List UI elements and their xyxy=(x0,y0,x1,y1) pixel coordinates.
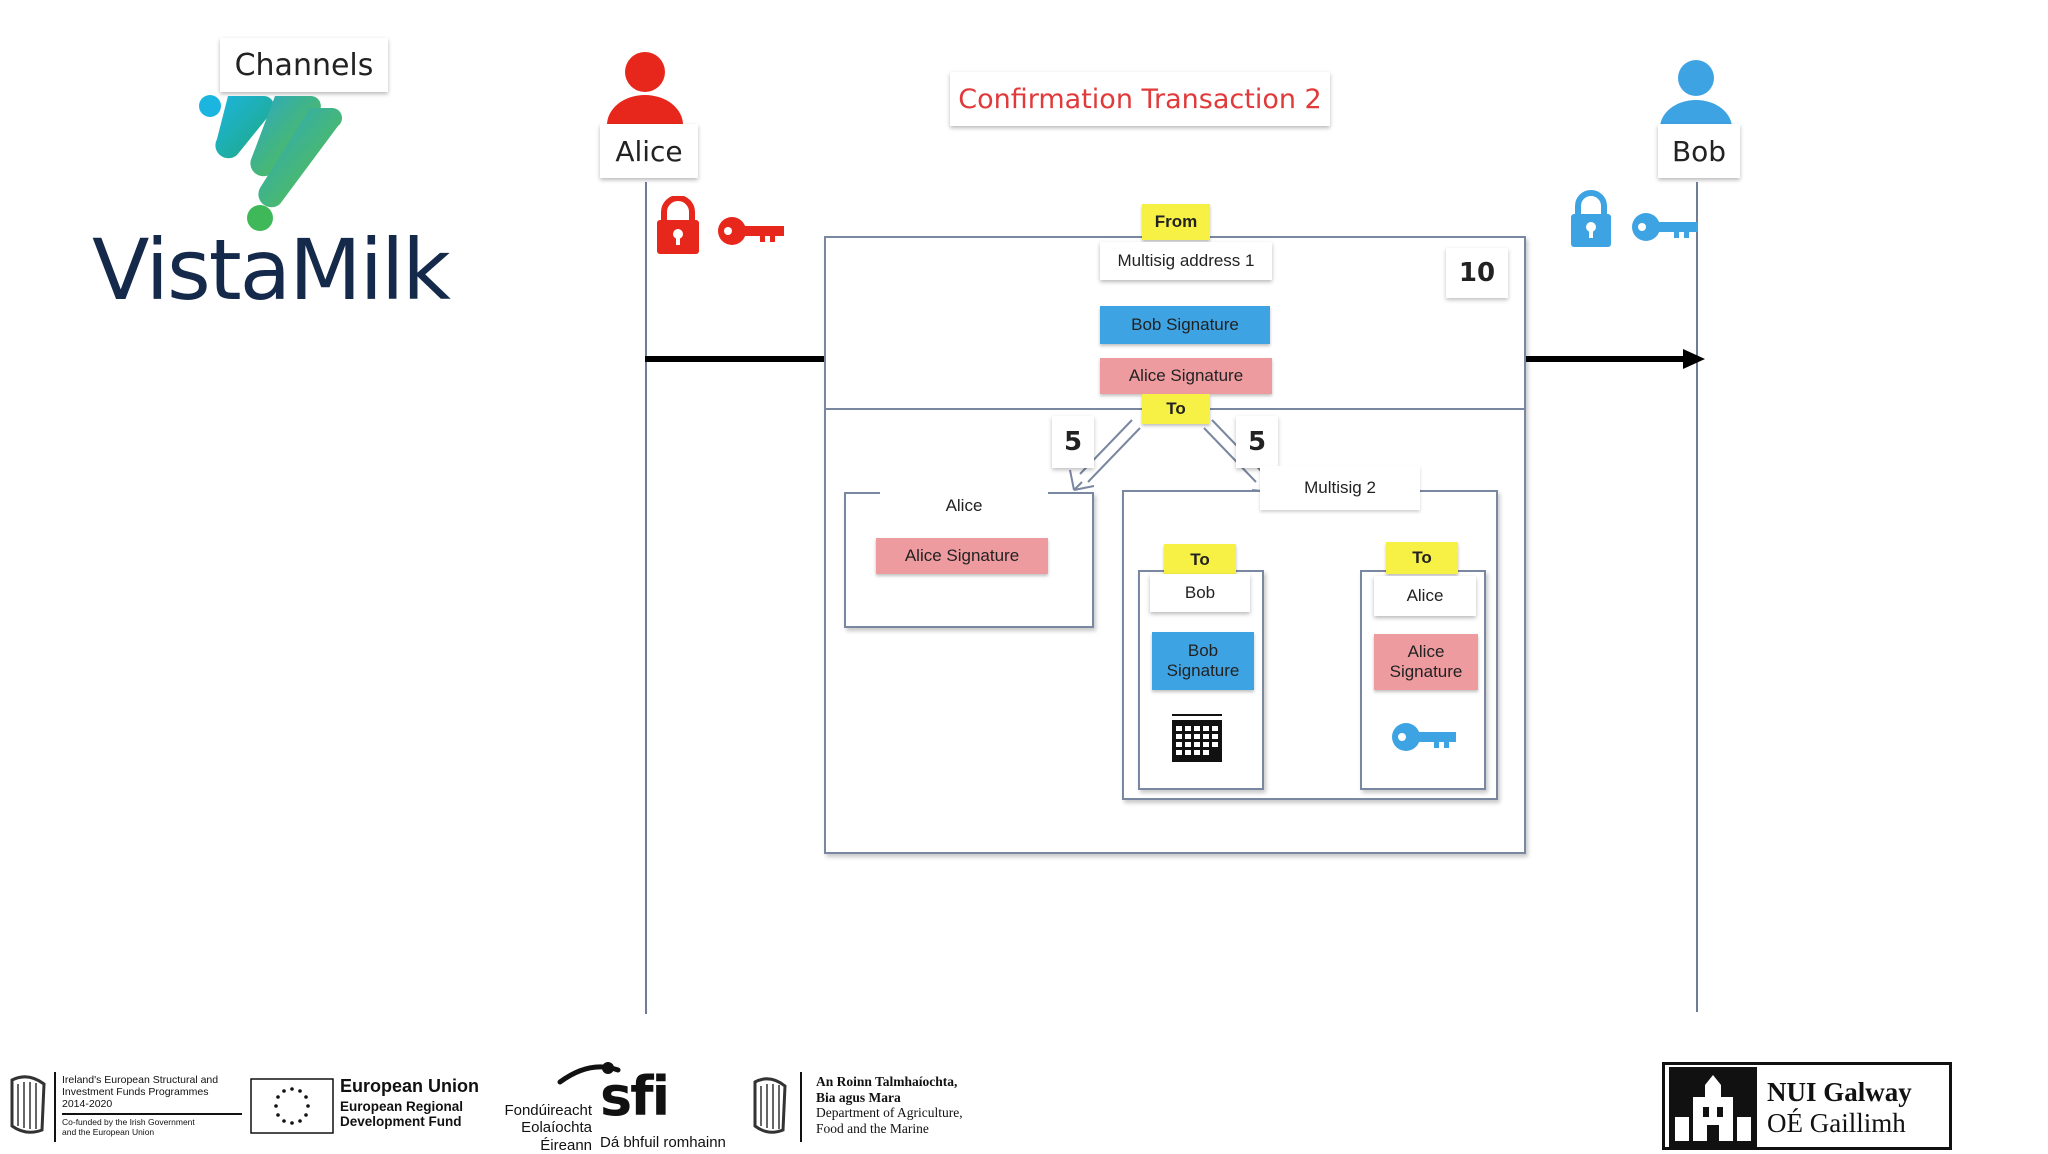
left-amount-badge: 5 xyxy=(1052,416,1094,468)
right-amount-badge: 5 xyxy=(1236,416,1278,468)
esif-divider xyxy=(54,1072,56,1142)
nui-galway-text: NUI Galway OÉ Gaillimh xyxy=(1767,1077,1912,1139)
section-label: Channels xyxy=(220,38,388,92)
sfi-logo-text: sfi xyxy=(600,1065,670,1128)
sfi-logo-icon xyxy=(557,1062,621,1085)
alice-output-label: Alice xyxy=(880,484,1048,528)
vistamilk-logo-icon xyxy=(199,95,342,231)
alice-signature: Alice Signature xyxy=(1100,358,1272,394)
sfi-text: Fondúireacht Eolaíochta Éireann xyxy=(504,1102,592,1154)
bob-lifeline xyxy=(1696,182,1698,1012)
slide-title: Confirmation Transaction 2 xyxy=(950,72,1330,126)
bob-branch-label: Bob xyxy=(1150,574,1250,612)
bob-signature: Bob Signature xyxy=(1100,306,1270,344)
university-building-icon xyxy=(1669,1067,1757,1147)
key-icon xyxy=(1392,723,1456,751)
lock-icon xyxy=(1571,190,1611,247)
multisig2-label: Multisig 2 xyxy=(1260,466,1420,510)
eu-flag-icon xyxy=(250,1078,334,1134)
bob-actor-label: Bob xyxy=(1658,124,1740,178)
harp-icon xyxy=(753,1077,787,1134)
to-tag: To xyxy=(1142,394,1210,424)
bob-person-icon xyxy=(1660,60,1732,128)
from-tag: From xyxy=(1142,204,1210,240)
eu-text: European Union European Regional Develop… xyxy=(340,1076,479,1130)
alice-branch-signature: Alice Signature xyxy=(1374,634,1478,690)
dafm-divider xyxy=(800,1072,802,1142)
key-icon xyxy=(1632,213,1698,241)
bob-branch-to-tag: To xyxy=(1164,544,1236,576)
alice-person-icon xyxy=(607,52,683,125)
nui-galway-logo: NUI Galway OÉ Gaillimh xyxy=(1662,1062,1952,1150)
alice-branch-to-tag: To xyxy=(1386,542,1458,574)
harp-icon xyxy=(10,1075,46,1134)
vistamilk-logo-text: VistaMilk xyxy=(92,221,451,319)
key-icon xyxy=(718,217,784,245)
bob-branch-signature: Bob Signature xyxy=(1152,632,1254,690)
alice-branch-label: Alice xyxy=(1374,576,1476,616)
sfi-tagline: Dá bhfuil romhainn xyxy=(600,1134,726,1151)
alice-output-signature: Alice Signature xyxy=(876,538,1048,574)
amount-badge: 10 xyxy=(1446,248,1508,298)
from-address-label: Multisig address 1 xyxy=(1100,242,1272,280)
flow-arrow xyxy=(645,349,1705,369)
alice-lifeline xyxy=(645,182,647,1014)
alice-actor-label: Alice xyxy=(600,124,698,178)
lock-icon xyxy=(657,196,699,254)
calendar-icon xyxy=(1172,714,1222,762)
dafm-text: An Roinn Talmhaíochta, Bia agus Mara Dep… xyxy=(816,1074,963,1136)
esif-text: Ireland's European Structural and Invest… xyxy=(62,1074,242,1138)
